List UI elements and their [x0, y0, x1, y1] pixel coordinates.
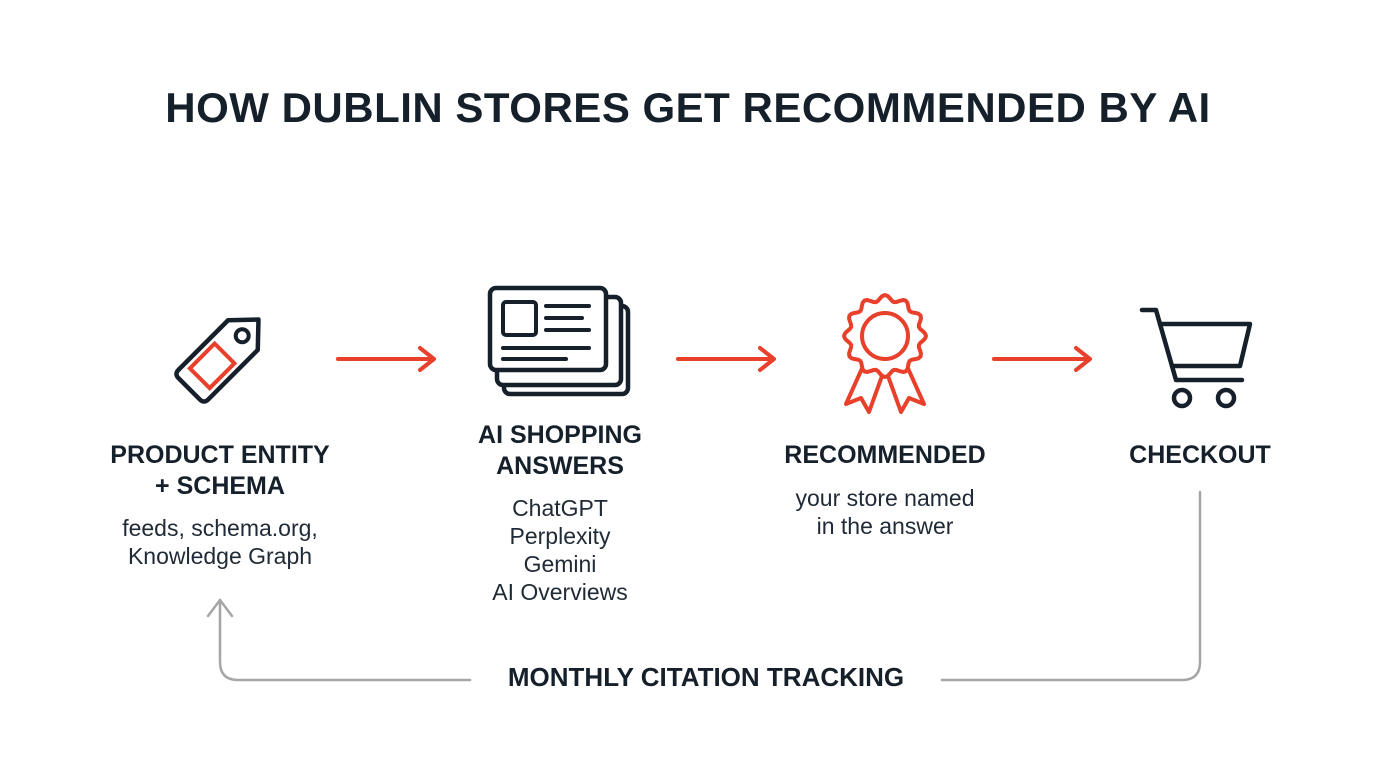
step-desc-recommended: your store named in the answer — [795, 485, 975, 539]
loop-label: MONTHLY CITATION TRACKING — [507, 662, 905, 692]
arrow-right-icon — [992, 346, 1092, 372]
diagram-title: HOW DUBLIN STORES GET RECOMMENDED BY AI — [165, 84, 1211, 131]
step-desc-ai-shopping-answers: ChatGPT Perplexity Gemini AI Overviews — [492, 495, 628, 605]
step-label-checkout: CHECKOUT — [1129, 441, 1271, 469]
award-ribbon-icon — [842, 293, 928, 414]
shopping-cart-icon — [1139, 307, 1253, 409]
stacked-cards-icon — [487, 285, 631, 397]
price-tag-icon — [174, 317, 261, 404]
arrow-right-icon — [336, 346, 436, 372]
step-label-recommended: RECOMMENDED — [784, 441, 986, 469]
arrow-right-icon — [676, 346, 776, 372]
step-label-ai-shopping-answers: AI SHOPPING ANSWERS — [478, 421, 642, 480]
step-label-product-entity: PRODUCT ENTITY + SCHEMA — [110, 441, 330, 500]
step-desc-product-entity: feeds, schema.org, Knowledge Graph — [122, 515, 318, 569]
